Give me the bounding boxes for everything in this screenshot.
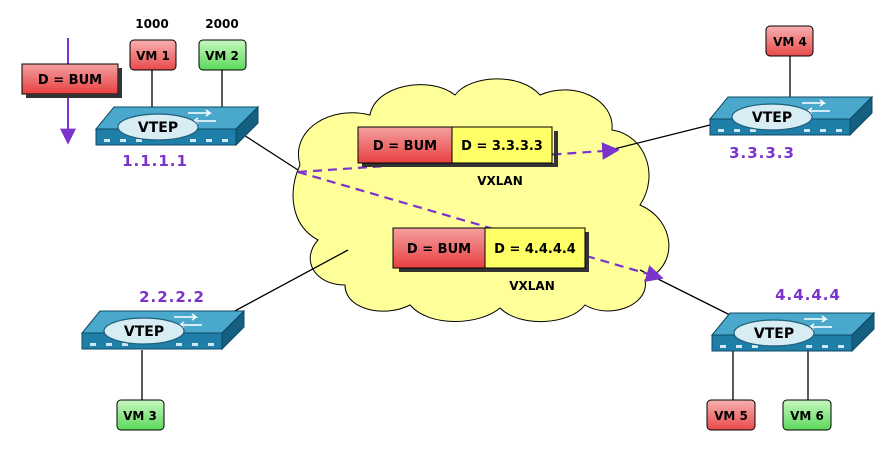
vtep-2-label: VTEP [124,324,164,340]
packet-2-outer: D = 4.4.4.4 [494,242,576,257]
source-frame-dest: D = BUM [38,73,102,88]
vtep-4-ip: 4.4.4.4 [775,286,841,304]
packet-1-inner: D = BUM [373,139,437,154]
vm-5: VM 5 [706,399,756,431]
vtep-3-ip: 3.3.3.3 [729,144,795,162]
vm-2: VM 2 [198,39,247,71]
vm-6-label: VM 6 [790,409,824,423]
vm-5-label: VM 5 [714,409,748,423]
vtep-1-label: VTEP [138,120,178,136]
vxlan-packet-1: D = BUM D = 3.3.3.3 VXLAN [357,126,558,188]
vtep-1-ip: 1.1.1.1 [122,152,188,170]
vm-3: VM 3 [116,399,165,431]
vm-1-label: VM 1 [136,49,170,63]
tunnel-to-vtep4 [297,170,664,283]
source-frame: D = BUM [21,63,122,98]
vtep-1: VTEP [95,106,259,146]
packet-1-label: VXLAN [477,174,523,188]
link-vtep4-cloud [639,269,741,321]
vm-3-label: VM 3 [123,409,157,423]
packet-2-inner: D = BUM [407,242,471,257]
vtep-3-label: VTEP [752,110,792,126]
vtep-2: VTEP [81,310,245,350]
vm-1: VM 1 [129,39,177,71]
tunnel-to-vtep3 [297,142,620,174]
vtep-3: VTEP [709,96,873,136]
vm-4-label: VM 4 [773,35,807,49]
vxlan-packet-2: D = BUM D = 4.4.4.4 VXLAN [392,227,589,293]
vm-6: VM 6 [782,399,832,431]
vm1-vlan: 1000 [135,17,168,31]
vtep-2-ip: 2.2.2.2 [139,288,205,306]
vtep-4-label: VTEP [754,326,794,342]
vm2-vlan: 2000 [205,17,238,31]
packet-2-label: VXLAN [509,279,555,293]
packet-1-outer: D = 3.3.3.3 [461,139,543,154]
vm-2-label: VM 2 [205,49,239,63]
link-vtep1-cloud [235,129,299,171]
vm-4: VM 4 [765,25,814,57]
vtep-4: VTEP [711,312,875,352]
link-vtep3-cloud [609,124,711,151]
vxlan-cloud [292,78,670,323]
link-vtep2-cloud [217,249,349,321]
